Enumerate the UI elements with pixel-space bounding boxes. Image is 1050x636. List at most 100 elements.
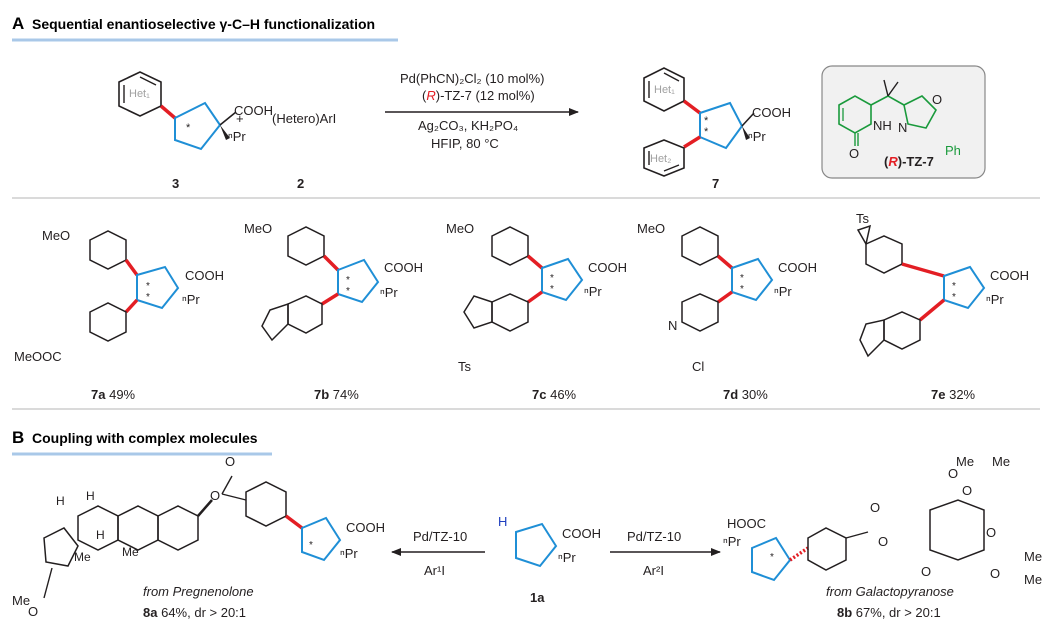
svg-text:COOH: COOH — [752, 105, 791, 120]
svg-text:Cl: Cl — [692, 359, 704, 374]
svg-text:H: H — [86, 489, 95, 503]
ligand-box: O NH O N Ph (R)-TZ-7 — [821, 65, 986, 179]
svg-text:MeO: MeO — [244, 221, 272, 236]
section-b-header: B Coupling with complex molecules — [12, 428, 272, 456]
npr-label: ⁿPr — [228, 129, 246, 144]
acetyl-me: Me — [12, 593, 30, 608]
cyclopentane-ring — [174, 101, 222, 151]
svg-text:Me: Me — [74, 550, 91, 564]
svg-text:O: O — [210, 488, 220, 503]
products-row: MeO * * COOH ⁿPr MeOOC 7a 49% MeO * * CO… — [14, 211, 1029, 402]
svg-text:Me: Me — [122, 545, 139, 559]
svg-text:O: O — [990, 566, 1000, 581]
svg-text:*: * — [550, 273, 554, 284]
product-7-id: 7 — [712, 176, 719, 191]
het1-label-product: Het₁ — [654, 84, 675, 96]
product-7a: MeO * * COOH ⁿPr MeOOC 7a 49% — [14, 228, 224, 402]
product-8b-structure: HOOC ⁿPr * O O O O O Me Me O O Me Me fro… — [723, 454, 1042, 620]
svg-text:COOH: COOH — [778, 260, 817, 275]
condition-solvent-temp: HFIP, 80 °C — [431, 136, 499, 151]
cooh-label: COOH — [234, 103, 273, 118]
svg-text:Ph: Ph — [945, 143, 961, 158]
svg-text:ⁿPr: ⁿPr — [558, 550, 576, 565]
svg-text:*: * — [952, 281, 956, 292]
svg-text:*: * — [740, 273, 744, 284]
svg-text:COOH: COOH — [346, 520, 385, 535]
product-7d: MeO * * COOH ⁿPr N Cl 7d 30% — [637, 221, 817, 402]
reaction-arrow-right: Pd/TZ-10 Ar²I — [610, 529, 721, 578]
svg-text:*: * — [704, 115, 709, 127]
product-8a-caption: 8a 64%, dr > 20:1 — [143, 605, 246, 620]
svg-text:*: * — [346, 275, 350, 286]
product-7b-caption: 7b 74% — [314, 387, 359, 402]
svg-text:COOH: COOH — [384, 260, 423, 275]
svg-text:Ts: Ts — [856, 211, 870, 226]
svg-text:O: O — [849, 146, 859, 161]
svg-text:ⁿPr: ⁿPr — [340, 546, 358, 561]
product-7e: Ts * * COOH ⁿPr 7e 32% — [856, 211, 1029, 402]
svg-text:MeOOC: MeOOC — [14, 349, 62, 364]
svg-text:MeO: MeO — [637, 221, 665, 236]
product-8a-structure: H H H Me Me Me O O O * COOH ⁿPr from Pre… — [12, 454, 385, 620]
svg-text:O: O — [948, 466, 958, 481]
svg-text:ⁿPr: ⁿPr — [748, 129, 766, 144]
svg-text:Pd/TZ-10: Pd/TZ-10 — [627, 529, 681, 544]
product-7d-caption: 7d 30% — [723, 387, 768, 402]
svg-text:Me: Me — [1024, 549, 1042, 564]
svg-text:N: N — [898, 120, 907, 135]
oxazoline-ring — [903, 95, 937, 129]
cyclopentane-ring-product — [699, 101, 744, 150]
svg-text:ⁿPr: ⁿPr — [986, 292, 1004, 307]
product-7e-caption: 7e 32% — [931, 387, 976, 402]
svg-text:ⁿPr: ⁿPr — [774, 284, 792, 299]
product-7a-caption: 7a 49% — [91, 387, 136, 402]
svg-text:COOH: COOH — [562, 526, 601, 541]
svg-text:*: * — [146, 292, 150, 303]
product-7b: MeO * * COOH ⁿPr 7b 74% — [244, 221, 423, 402]
svg-text:O: O — [962, 483, 972, 498]
svg-text:MeO: MeO — [446, 221, 474, 236]
svg-text:Ar²I: Ar²I — [643, 563, 664, 578]
svg-text:H: H — [56, 494, 65, 508]
svg-text:*: * — [952, 292, 956, 303]
source-galactopyranose: from Galactopyranose — [826, 584, 954, 599]
reaction-arrow-left: Pd/TZ-10 Ar¹I — [391, 529, 485, 578]
svg-text:*: * — [550, 284, 554, 295]
svg-text:COOH: COOH — [185, 268, 224, 283]
svg-text:*: * — [770, 552, 774, 563]
section-b-title: Coupling with complex molecules — [32, 430, 258, 446]
svg-text:*: * — [704, 126, 709, 138]
svg-text:Me: Me — [1024, 572, 1042, 587]
section-b-letter: B — [12, 428, 24, 447]
svg-text:Me: Me — [956, 454, 974, 469]
plus-sign: + — [236, 111, 244, 126]
pyridone-ring — [838, 95, 872, 134]
svg-text:Pd/TZ-10: Pd/TZ-10 — [413, 529, 467, 544]
svg-text:H: H — [96, 528, 105, 542]
svg-text:O: O — [878, 534, 888, 549]
svg-text:O: O — [870, 500, 880, 515]
svg-text:O: O — [225, 454, 235, 469]
svg-text:HOOC: HOOC — [727, 516, 766, 531]
substrate-1a-id: 1a — [530, 590, 545, 605]
svg-text:COOH: COOH — [588, 260, 627, 275]
svg-text:COOH: COOH — [990, 268, 1029, 283]
svg-text:Ts: Ts — [458, 359, 472, 374]
svg-text:*: * — [740, 284, 744, 295]
stereo-star: * — [186, 122, 191, 134]
substrate-1a: H COOH ⁿPr 1a — [498, 514, 601, 605]
product-7-structure: Het₁ * * COOH ⁿPr Het₂ 7 — [643, 67, 791, 191]
svg-text:ⁿPr: ⁿPr — [380, 285, 398, 300]
section-a-letter: A — [12, 14, 24, 33]
het1-label: Het₁ — [129, 88, 150, 100]
reactant-2-id: 2 — [297, 176, 304, 191]
svg-text:Ar¹I: Ar¹I — [424, 563, 445, 578]
svg-text:Me: Me — [992, 454, 1010, 469]
ligand-name: (R)-TZ-7 — [884, 154, 934, 169]
product-8b-caption: 8b 67%, dr > 20:1 — [837, 605, 941, 620]
condition-ligand: (R)-TZ-7 (12 mol%) — [422, 88, 535, 103]
source-pregnenolone: from Pregnenolone — [143, 584, 254, 599]
condition-additives: Ag₂CO₃, KH₂PO₄ — [418, 118, 518, 133]
product-7c-caption: 7c 46% — [532, 387, 577, 402]
